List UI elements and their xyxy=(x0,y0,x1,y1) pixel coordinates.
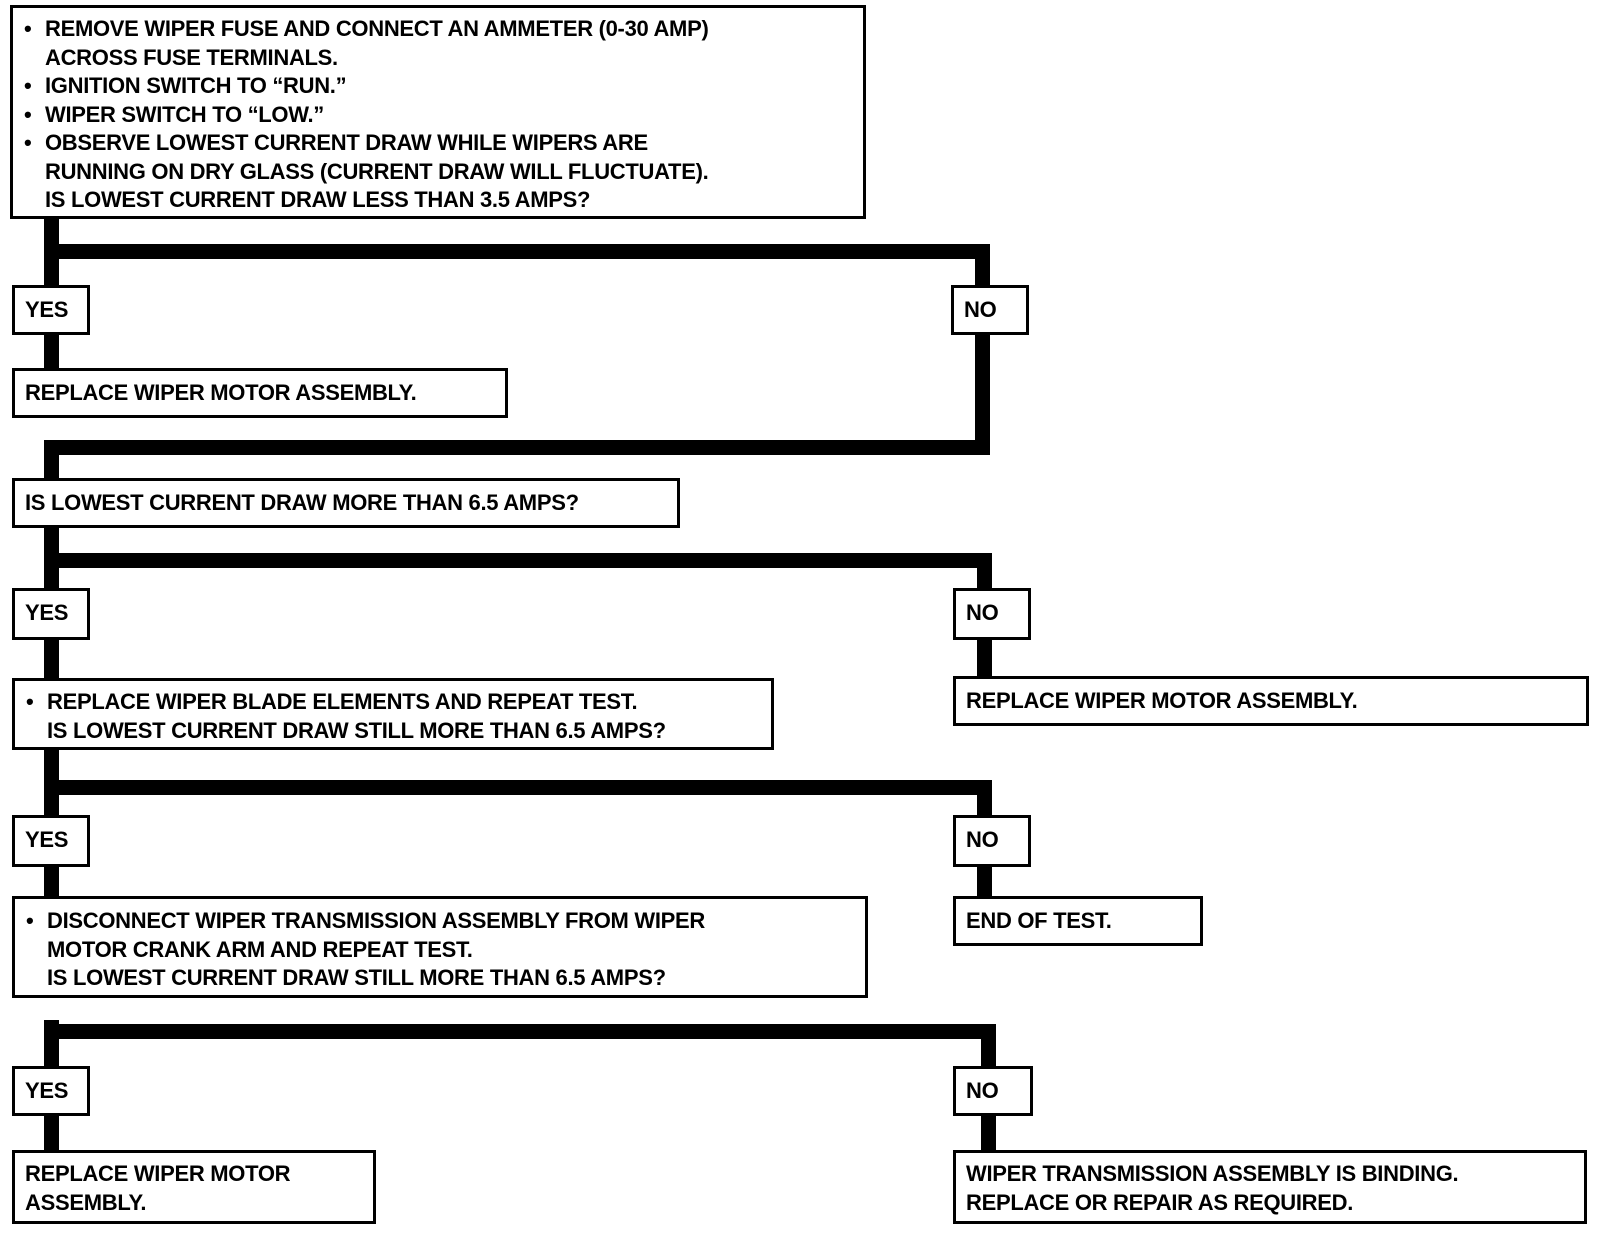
connector-line xyxy=(44,332,59,370)
step4-line: MOTOR CRANK ARM AND REPEAT TEST. xyxy=(47,936,473,962)
step1-instructions-box: REMOVE WIPER FUSE AND CONNECT AN AMMETER… xyxy=(10,5,866,219)
step3-line: REPLACE WIPER BLADE ELEMENTS AND REPEAT … xyxy=(15,688,771,717)
step1-line: IS LOWEST CURRENT DRAW LESS THAN 3.5 AMP… xyxy=(45,187,591,212)
connector-line xyxy=(975,244,990,286)
replace-motor-box: REPLACE WIPER MOTOR ASSEMBLY. xyxy=(953,676,1589,726)
result-text: REPLACE OR REPAIR AS REQUIRED. xyxy=(966,1189,1354,1215)
connector-line xyxy=(975,330,990,455)
connector-line xyxy=(44,553,992,568)
connector-line xyxy=(981,1112,996,1152)
connector-line xyxy=(977,862,992,900)
step1-line: IGNITION SWITCH TO “RUN.” xyxy=(13,72,863,101)
step4-instructions-box: DISCONNECT WIPER TRANSMISSION ASSEMBLY F… xyxy=(12,896,868,998)
result-text: ASSEMBLY. xyxy=(25,1189,147,1215)
step3-instructions-box: REPLACE WIPER BLADE ELEMENTS AND REPEAT … xyxy=(12,678,774,750)
connector-line xyxy=(977,780,992,817)
connector-line xyxy=(44,638,59,680)
step1-line: REMOVE WIPER FUSE AND CONNECT AN AMMETER… xyxy=(13,15,863,44)
end-of-test-box: END OF TEST. xyxy=(953,896,1203,946)
no-label: NO xyxy=(953,588,1031,640)
yes-label: YES xyxy=(12,285,90,335)
step4-line: IS LOWEST CURRENT DRAW STILL MORE THAN 6… xyxy=(47,965,666,990)
connector-line xyxy=(44,862,59,900)
connector-line xyxy=(44,440,990,455)
connector-line xyxy=(44,440,59,480)
no-label: NO xyxy=(953,1066,1033,1116)
step1-line: ACROSS FUSE TERMINALS. xyxy=(45,44,338,70)
replace-motor-box: REPLACE WIPER MOTOR ASSEMBLY. xyxy=(12,1150,376,1224)
step4-line: DISCONNECT WIPER TRANSMISSION ASSEMBLY F… xyxy=(15,907,865,936)
yes-label: YES xyxy=(12,1066,90,1116)
connector-line xyxy=(44,244,990,259)
yes-label: YES xyxy=(12,815,90,867)
connector-line xyxy=(44,1024,996,1039)
step1-line: OBSERVE LOWEST CURRENT DRAW WHILE WIPERS… xyxy=(13,129,863,158)
result-text: WIPER TRANSMISSION ASSEMBLY IS BINDING. xyxy=(966,1161,1459,1186)
no-label: NO xyxy=(953,815,1031,867)
connector-line xyxy=(981,1024,996,1068)
connector-line xyxy=(44,1112,59,1152)
result-text: END OF TEST. xyxy=(966,908,1112,933)
connector-line xyxy=(977,638,992,678)
step2-question: IS LOWEST CURRENT DRAW MORE THAN 6.5 AMP… xyxy=(25,490,579,515)
result-text: REPLACE WIPER MOTOR ASSEMBLY. xyxy=(966,688,1358,713)
transmission-binding-box: WIPER TRANSMISSION ASSEMBLY IS BINDING. … xyxy=(953,1150,1587,1224)
result-text: REPLACE WIPER MOTOR xyxy=(25,1161,291,1186)
no-label: NO xyxy=(951,285,1029,335)
yes-label: YES xyxy=(12,588,90,640)
step2-question-box: IS LOWEST CURRENT DRAW MORE THAN 6.5 AMP… xyxy=(12,478,680,528)
result-text: REPLACE WIPER MOTOR ASSEMBLY. xyxy=(25,380,417,405)
connector-line xyxy=(44,780,992,795)
step1-line: RUNNING ON DRY GLASS (CURRENT DRAW WILL … xyxy=(45,158,709,184)
connector-line xyxy=(977,553,992,590)
step1-line: WIPER SWITCH TO “LOW.” xyxy=(13,101,863,130)
step3-line: IS LOWEST CURRENT DRAW STILL MORE THAN 6… xyxy=(47,717,666,743)
replace-motor-box: REPLACE WIPER MOTOR ASSEMBLY. xyxy=(12,368,508,418)
